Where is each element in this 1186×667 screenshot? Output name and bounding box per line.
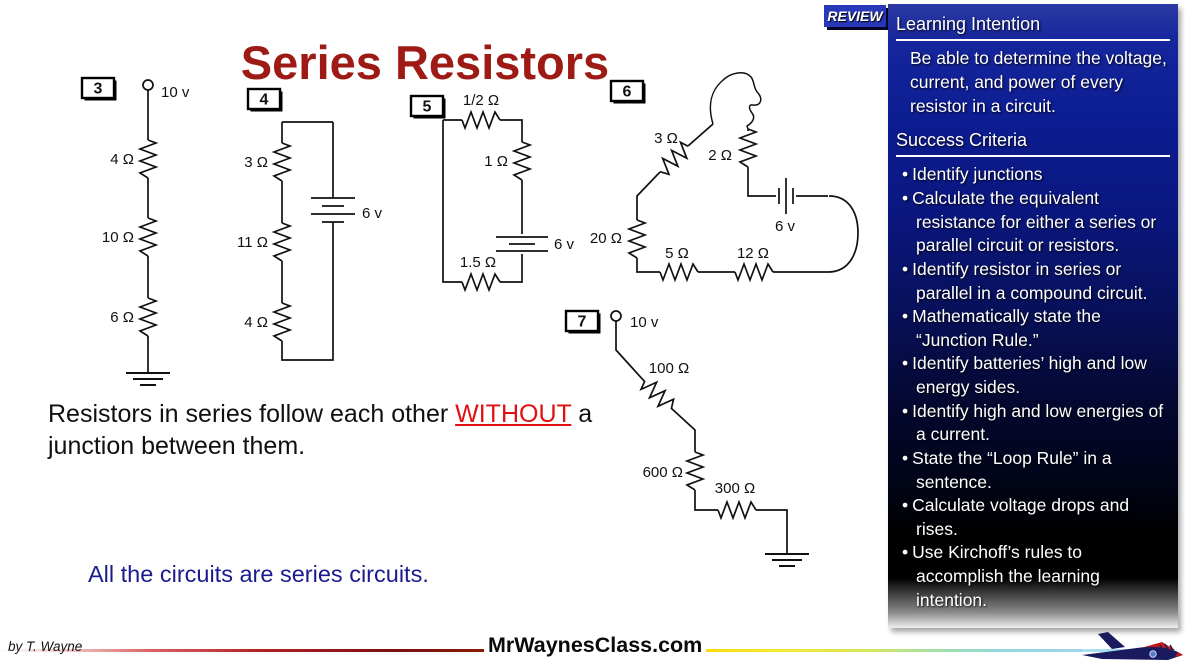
circuit-6-badge: 6: [609, 79, 646, 104]
site-name: MrWaynesClass.com: [484, 633, 707, 658]
battery-label: 6 v: [554, 236, 575, 253]
resistor-icon: [684, 451, 706, 491]
resistor-icon: [271, 222, 293, 262]
circuit-number: 5: [423, 99, 432, 116]
learning-intention-title: Learning Intention: [896, 12, 1170, 41]
resistor-label: 12 Ω: [737, 245, 769, 262]
voltage-label: 10 v: [161, 84, 190, 101]
circuit-7-badge: 7: [564, 309, 601, 334]
resistor-icon: [137, 217, 159, 257]
circuit-5-badge: 5: [409, 94, 446, 119]
resistor-label: 4 Ω: [110, 151, 134, 168]
series-statement: Resistors in series follow each other WI…: [48, 399, 662, 462]
resistor-icon: [461, 109, 501, 131]
circuit-3-badge: 3: [80, 76, 117, 101]
circuit-5-wires: [442, 119, 523, 283]
circuit-4-wires: [281, 121, 334, 361]
resistor-label: 10 Ω: [102, 229, 134, 246]
success-criteria-title: Success Criteria: [896, 128, 1170, 158]
circuit-7-wires: [615, 321, 788, 553]
battery-icon: [778, 178, 794, 214]
learning-intention-panel: Learning Intention Be able to determine …: [888, 4, 1178, 628]
circuit-4-diagram: 4 3 Ω 11 Ω 4 Ω 6 v: [237, 87, 383, 361]
resistor-icon: [639, 380, 675, 409]
ground-icon: [765, 553, 809, 567]
battery-icon: [311, 197, 355, 223]
circuit-number: 6: [623, 84, 632, 101]
terminal-icon: [610, 310, 622, 322]
page-title: Series Resistors: [240, 36, 610, 90]
resistor-label: 20 Ω: [590, 230, 622, 247]
resistor-label: 11 Ω: [237, 234, 268, 251]
resistor-label: 1/2 Ω: [463, 92, 499, 109]
resistor-label: 100 Ω: [649, 360, 689, 377]
byline: by T. Wayne: [8, 639, 83, 654]
resistor-icon: [461, 271, 501, 293]
criteria-item: Identify resistor in series or parallel …: [902, 258, 1170, 305]
resistor-icon: [734, 261, 774, 283]
resistor-label: 3 Ω: [654, 130, 678, 147]
resistor-label: 600 Ω: [643, 464, 683, 481]
circuit-6-diagram: 6 3 Ω 2 Ω 20 Ω 5 Ω 12 Ω 6 v: [590, 72, 859, 283]
resistor-icon: [659, 140, 689, 176]
learning-intention-body: Be able to determine the voltage, curren…: [910, 48, 1167, 116]
resistor-icon: [271, 142, 293, 182]
circuit-4-badge: 4: [246, 87, 283, 112]
resistor-label: 6 Ω: [110, 309, 134, 326]
circuit-7-diagram: 7 10 v 100 Ω 600 Ω 300 Ω: [564, 309, 809, 567]
ground-icon: [126, 372, 170, 386]
battery-icon: [496, 236, 548, 252]
blob-shape: [709, 72, 762, 130]
criteria-item: State the “Loop Rule” in a sentence.: [902, 447, 1170, 494]
resistor-label: 3 Ω: [244, 154, 268, 171]
resistor-icon: [737, 128, 759, 168]
criteria-item: Identify junctions: [902, 163, 1170, 187]
terminal-icon: [142, 79, 154, 91]
review-badge: REVIEW: [824, 5, 886, 27]
circuit-diagrams: 3 10 v 4 Ω 10 Ω 6 Ω 4: [80, 72, 859, 567]
resistor-icon: [626, 219, 648, 259]
circuit-3-diagram: 3 10 v 4 Ω 10 Ω 6 Ω: [80, 76, 190, 386]
criteria-item: Use Kirchoff’s rules to accomplish the l…: [902, 541, 1170, 612]
resistor-label: 1 Ω: [484, 153, 508, 170]
resistor-icon: [717, 499, 757, 521]
circuit-5-diagram: 5 1/2 Ω 1 Ω 1.5 Ω 6 v: [409, 92, 575, 293]
resistor-label: 2 Ω: [708, 147, 732, 164]
battery-label: 6 v: [775, 218, 796, 235]
statement-highlight: WITHOUT: [455, 400, 572, 428]
statement-part1: Resistors in series follow each other: [48, 400, 456, 428]
circuit-number: 7: [578, 314, 587, 331]
resistor-icon: [137, 297, 159, 337]
resistor-icon: [511, 141, 533, 181]
resistor-label: 4 Ω: [244, 314, 268, 331]
criteria-item: Mathematically state the “Junction Rule.…: [902, 305, 1170, 352]
circuit-number: 3: [94, 81, 103, 98]
circuit-6-wires: [636, 123, 828, 273]
criteria-item: Calculate voltage drops and rises.: [902, 494, 1170, 541]
battery-label: 6 v: [362, 205, 383, 222]
circuit-number: 4: [260, 92, 269, 109]
resistor-icon: [271, 302, 293, 342]
resistor-label: 300 Ω: [715, 480, 755, 497]
statement-part2: a junction between them.: [48, 400, 593, 460]
criteria-item: Identify batteries’ high and low energy …: [902, 352, 1170, 399]
voltage-label: 10 v: [630, 314, 659, 331]
all-series-note: All the circuits are series circuits.: [88, 561, 429, 587]
criteria-item: Calculate the equivalent resistance for …: [902, 187, 1170, 258]
resistor-label: 5 Ω: [665, 245, 689, 262]
loop-curve: [827, 195, 859, 273]
success-criteria-list: Identify junctions Calculate the equival…: [896, 163, 1170, 612]
criteria-item: Identify high and low energies of a curr…: [902, 400, 1170, 447]
resistor-label: 1.5 Ω: [460, 254, 496, 271]
resistor-icon: [137, 139, 159, 179]
resistor-icon: [659, 261, 699, 283]
jet-logo-icon: [1082, 632, 1183, 660]
